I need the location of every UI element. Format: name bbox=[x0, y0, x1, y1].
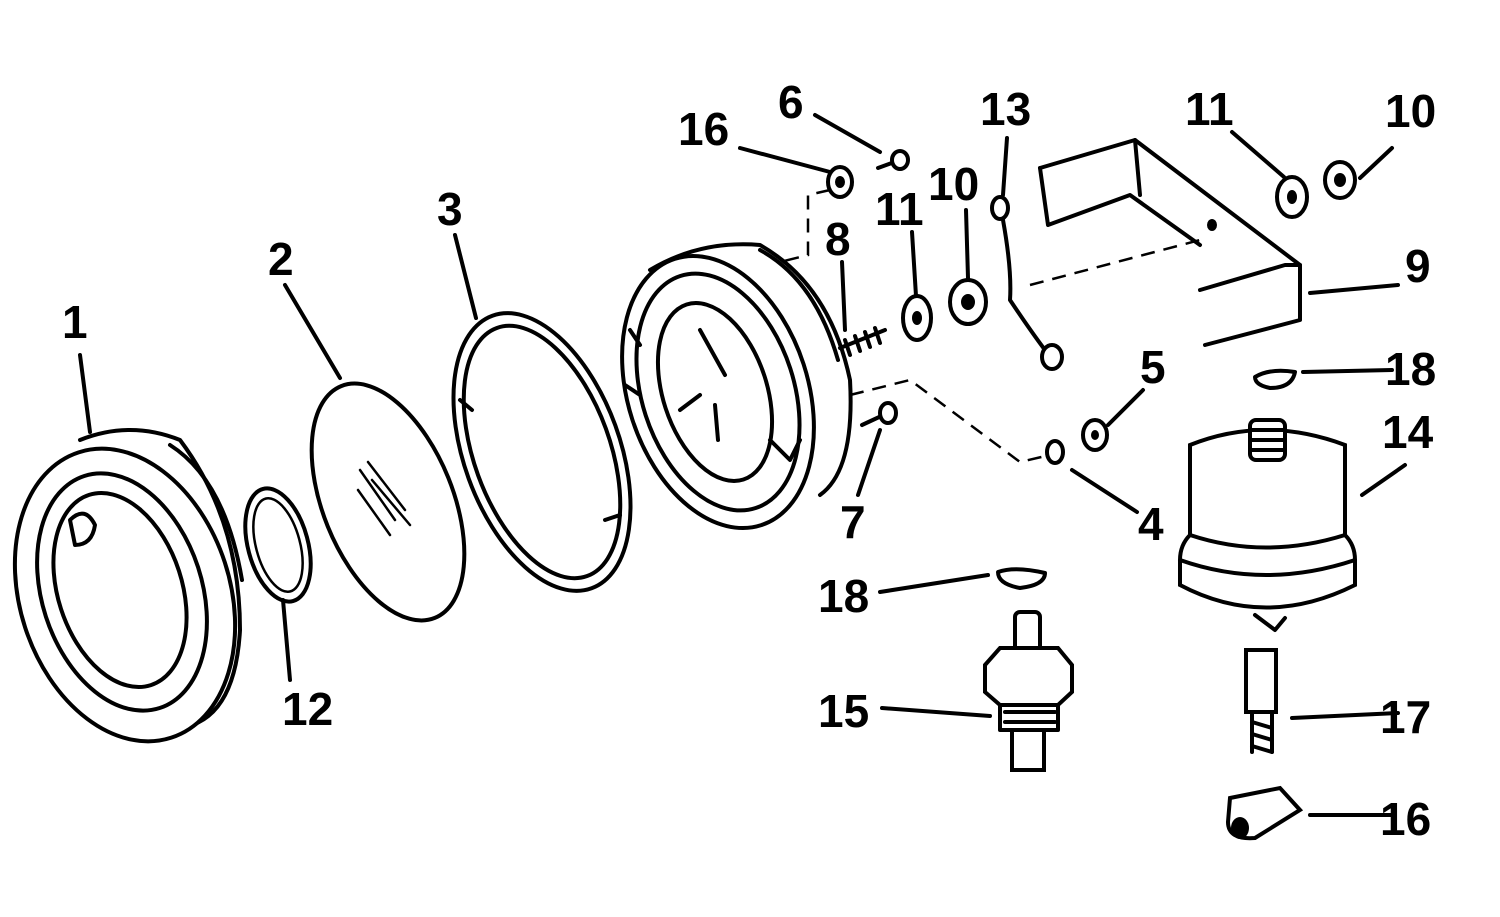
callout-labels: 1 2 3 4 5 6 7 8 9 10 10 11 11 12 13 14 1… bbox=[62, 76, 1436, 845]
part-gasket-ring bbox=[451, 311, 633, 593]
callout-10a: 10 bbox=[928, 158, 979, 210]
callout-10b: 10 bbox=[1385, 85, 1436, 137]
part-hex-nut bbox=[1081, 418, 1109, 452]
callout-14: 14 bbox=[1382, 406, 1434, 458]
callout-12: 12 bbox=[282, 683, 333, 735]
leader-lines bbox=[78, 113, 1407, 817]
callout-2: 2 bbox=[268, 233, 294, 285]
callout-11b: 11 bbox=[1185, 83, 1234, 135]
part-washer-left bbox=[901, 294, 933, 342]
callout-3: 3 bbox=[437, 183, 463, 235]
part-lock-washer bbox=[1045, 439, 1065, 465]
callout-18b: 18 bbox=[1385, 343, 1436, 395]
part-bezel bbox=[12, 428, 244, 744]
part-terminal-lug-bottom bbox=[996, 567, 1047, 590]
callout-16a: 16 bbox=[678, 103, 729, 155]
callout-15: 15 bbox=[818, 685, 869, 737]
callout-4: 4 bbox=[1138, 498, 1164, 550]
part-small-nut-top bbox=[826, 165, 854, 199]
part-small-screw bbox=[876, 149, 910, 171]
callout-17: 17 bbox=[1380, 691, 1431, 743]
part-screw bbox=[860, 401, 898, 427]
callout-6: 6 bbox=[778, 76, 804, 128]
part-terminal-lug-right bbox=[1253, 368, 1297, 390]
callout-9: 9 bbox=[1405, 240, 1431, 292]
part-small-ring bbox=[243, 486, 313, 604]
part-stud bbox=[838, 326, 887, 357]
part-mounting-bracket bbox=[1038, 138, 1302, 347]
part-nut-left bbox=[948, 278, 988, 326]
callout-1: 1 bbox=[62, 296, 88, 348]
part-sender bbox=[1178, 418, 1357, 632]
callout-8: 8 bbox=[825, 213, 851, 265]
part-gauge-body bbox=[620, 242, 853, 531]
part-lens bbox=[309, 381, 467, 623]
part-clip bbox=[1225, 785, 1304, 841]
part-switch bbox=[983, 610, 1074, 772]
assembly-dashed-lines bbox=[779, 188, 1201, 464]
callout-7: 7 bbox=[840, 496, 866, 548]
part-fitting bbox=[1244, 648, 1278, 754]
part-wire-strap bbox=[990, 195, 1064, 371]
callout-11a: 11 bbox=[875, 183, 924, 235]
callout-5: 5 bbox=[1140, 341, 1166, 393]
callout-13: 13 bbox=[980, 83, 1031, 135]
callout-18a: 18 bbox=[818, 570, 869, 622]
part-washer-right bbox=[1275, 175, 1309, 219]
part-nut-right bbox=[1323, 160, 1357, 200]
callout-16b: 16 bbox=[1380, 793, 1431, 845]
